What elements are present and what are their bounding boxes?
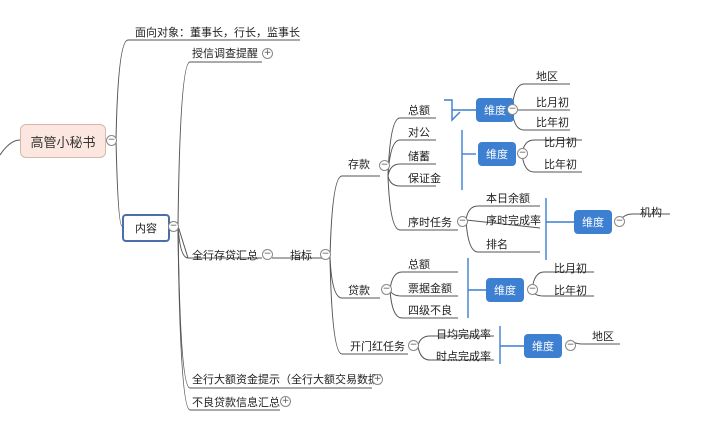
deposit-item-corporate[interactable]: 对公 [408,126,430,139]
content-collapse-toggle[interactable]: − [168,221,179,232]
deposit-loan-summary-node[interactable]: 全行存贷汇总 [192,249,258,262]
npl-summary-expand-toggle[interactable]: + [280,396,291,407]
deposit-item-total[interactable]: 总额 [408,104,430,117]
large-fund-node[interactable]: 全行大额资金提示（全行大额交易数据） [192,373,390,386]
kaimen-task-node[interactable]: 开门红任务 [350,340,405,353]
timed-task-ranking[interactable]: 排名 [486,238,508,251]
timed-task-daily-balance[interactable]: 本日余额 [486,192,530,205]
deposit-dim1-vs-year-start[interactable]: 比年初 [536,116,569,129]
deposit-dim2-vs-year-start[interactable]: 比年初 [544,158,577,171]
loan-node[interactable]: 贷款 [348,284,370,297]
loan-dim-vs-year-start[interactable]: 比年初 [554,284,587,297]
deposit-dimension-2[interactable]: 维度 [478,142,516,166]
deposit-collapse-toggle[interactable]: − [379,160,390,171]
timed-task-dim-collapse-toggle[interactable]: − [614,216,625,227]
summary-collapse-toggle[interactable]: − [262,249,273,260]
loan-dimension[interactable]: 维度 [486,278,524,302]
kaimen-daily-avg-rate[interactable]: 日均完成率 [436,328,491,341]
indicator-node[interactable]: 指标 [290,249,312,262]
kaimen-dimension[interactable]: 维度 [524,334,562,358]
timed-task-node[interactable]: 序时任务 [408,216,452,229]
loan-item-bill-amount[interactable]: 票据金额 [408,282,452,295]
deposit-item-savings[interactable]: 储蓄 [408,150,430,163]
root-node[interactable]: 高管小秘书 [20,124,106,158]
kaimen-dim-collapse-toggle[interactable]: − [565,340,576,351]
timed-task-collapse-toggle[interactable]: − [457,216,468,227]
loan-dim-vs-month-start[interactable]: 比月初 [554,262,587,275]
timed-task-dimension[interactable]: 维度 [574,210,612,234]
deposit-dim1-vs-month-start[interactable]: 比月初 [536,96,569,109]
deposit-dim1-region[interactable]: 地区 [536,70,558,83]
indicator-collapse-toggle[interactable]: − [320,249,331,260]
deposit-node[interactable]: 存款 [348,158,370,171]
credit-check-node[interactable]: 授信调查提醒 [192,47,258,60]
credit-check-expand-toggle[interactable]: + [262,48,273,59]
timed-task-dim-institution[interactable]: 机构 [640,206,662,219]
audience-node[interactable]: 面向对象：董事长，行长，监事长 [135,26,300,39]
deposit-dim2-collapse-toggle[interactable]: − [517,148,528,159]
timed-task-completion-rate[interactable]: 序时完成率 [486,214,541,227]
loan-item-four-level-npl[interactable]: 四级不良 [408,304,452,317]
kaimen-dim-region[interactable]: 地区 [592,330,614,343]
deposit-dim1-collapse-toggle[interactable]: − [507,104,518,115]
loan-collapse-toggle[interactable]: − [381,284,392,295]
loan-item-total[interactable]: 总额 [408,258,430,271]
deposit-dim2-vs-month-start[interactable]: 比月初 [544,136,577,149]
loan-dim-collapse-toggle[interactable]: − [527,284,538,295]
large-fund-expand-toggle[interactable]: + [372,374,383,385]
kaimen-collapse-toggle[interactable]: − [408,340,419,351]
npl-summary-node[interactable]: 不良贷款信息汇总 [192,396,280,409]
deposit-item-margin[interactable]: 保证金 [408,172,441,185]
content-node[interactable]: 内容 [122,214,170,242]
kaimen-point-rate[interactable]: 时点完成率 [436,350,491,363]
root-collapse-toggle[interactable]: − [106,135,117,146]
